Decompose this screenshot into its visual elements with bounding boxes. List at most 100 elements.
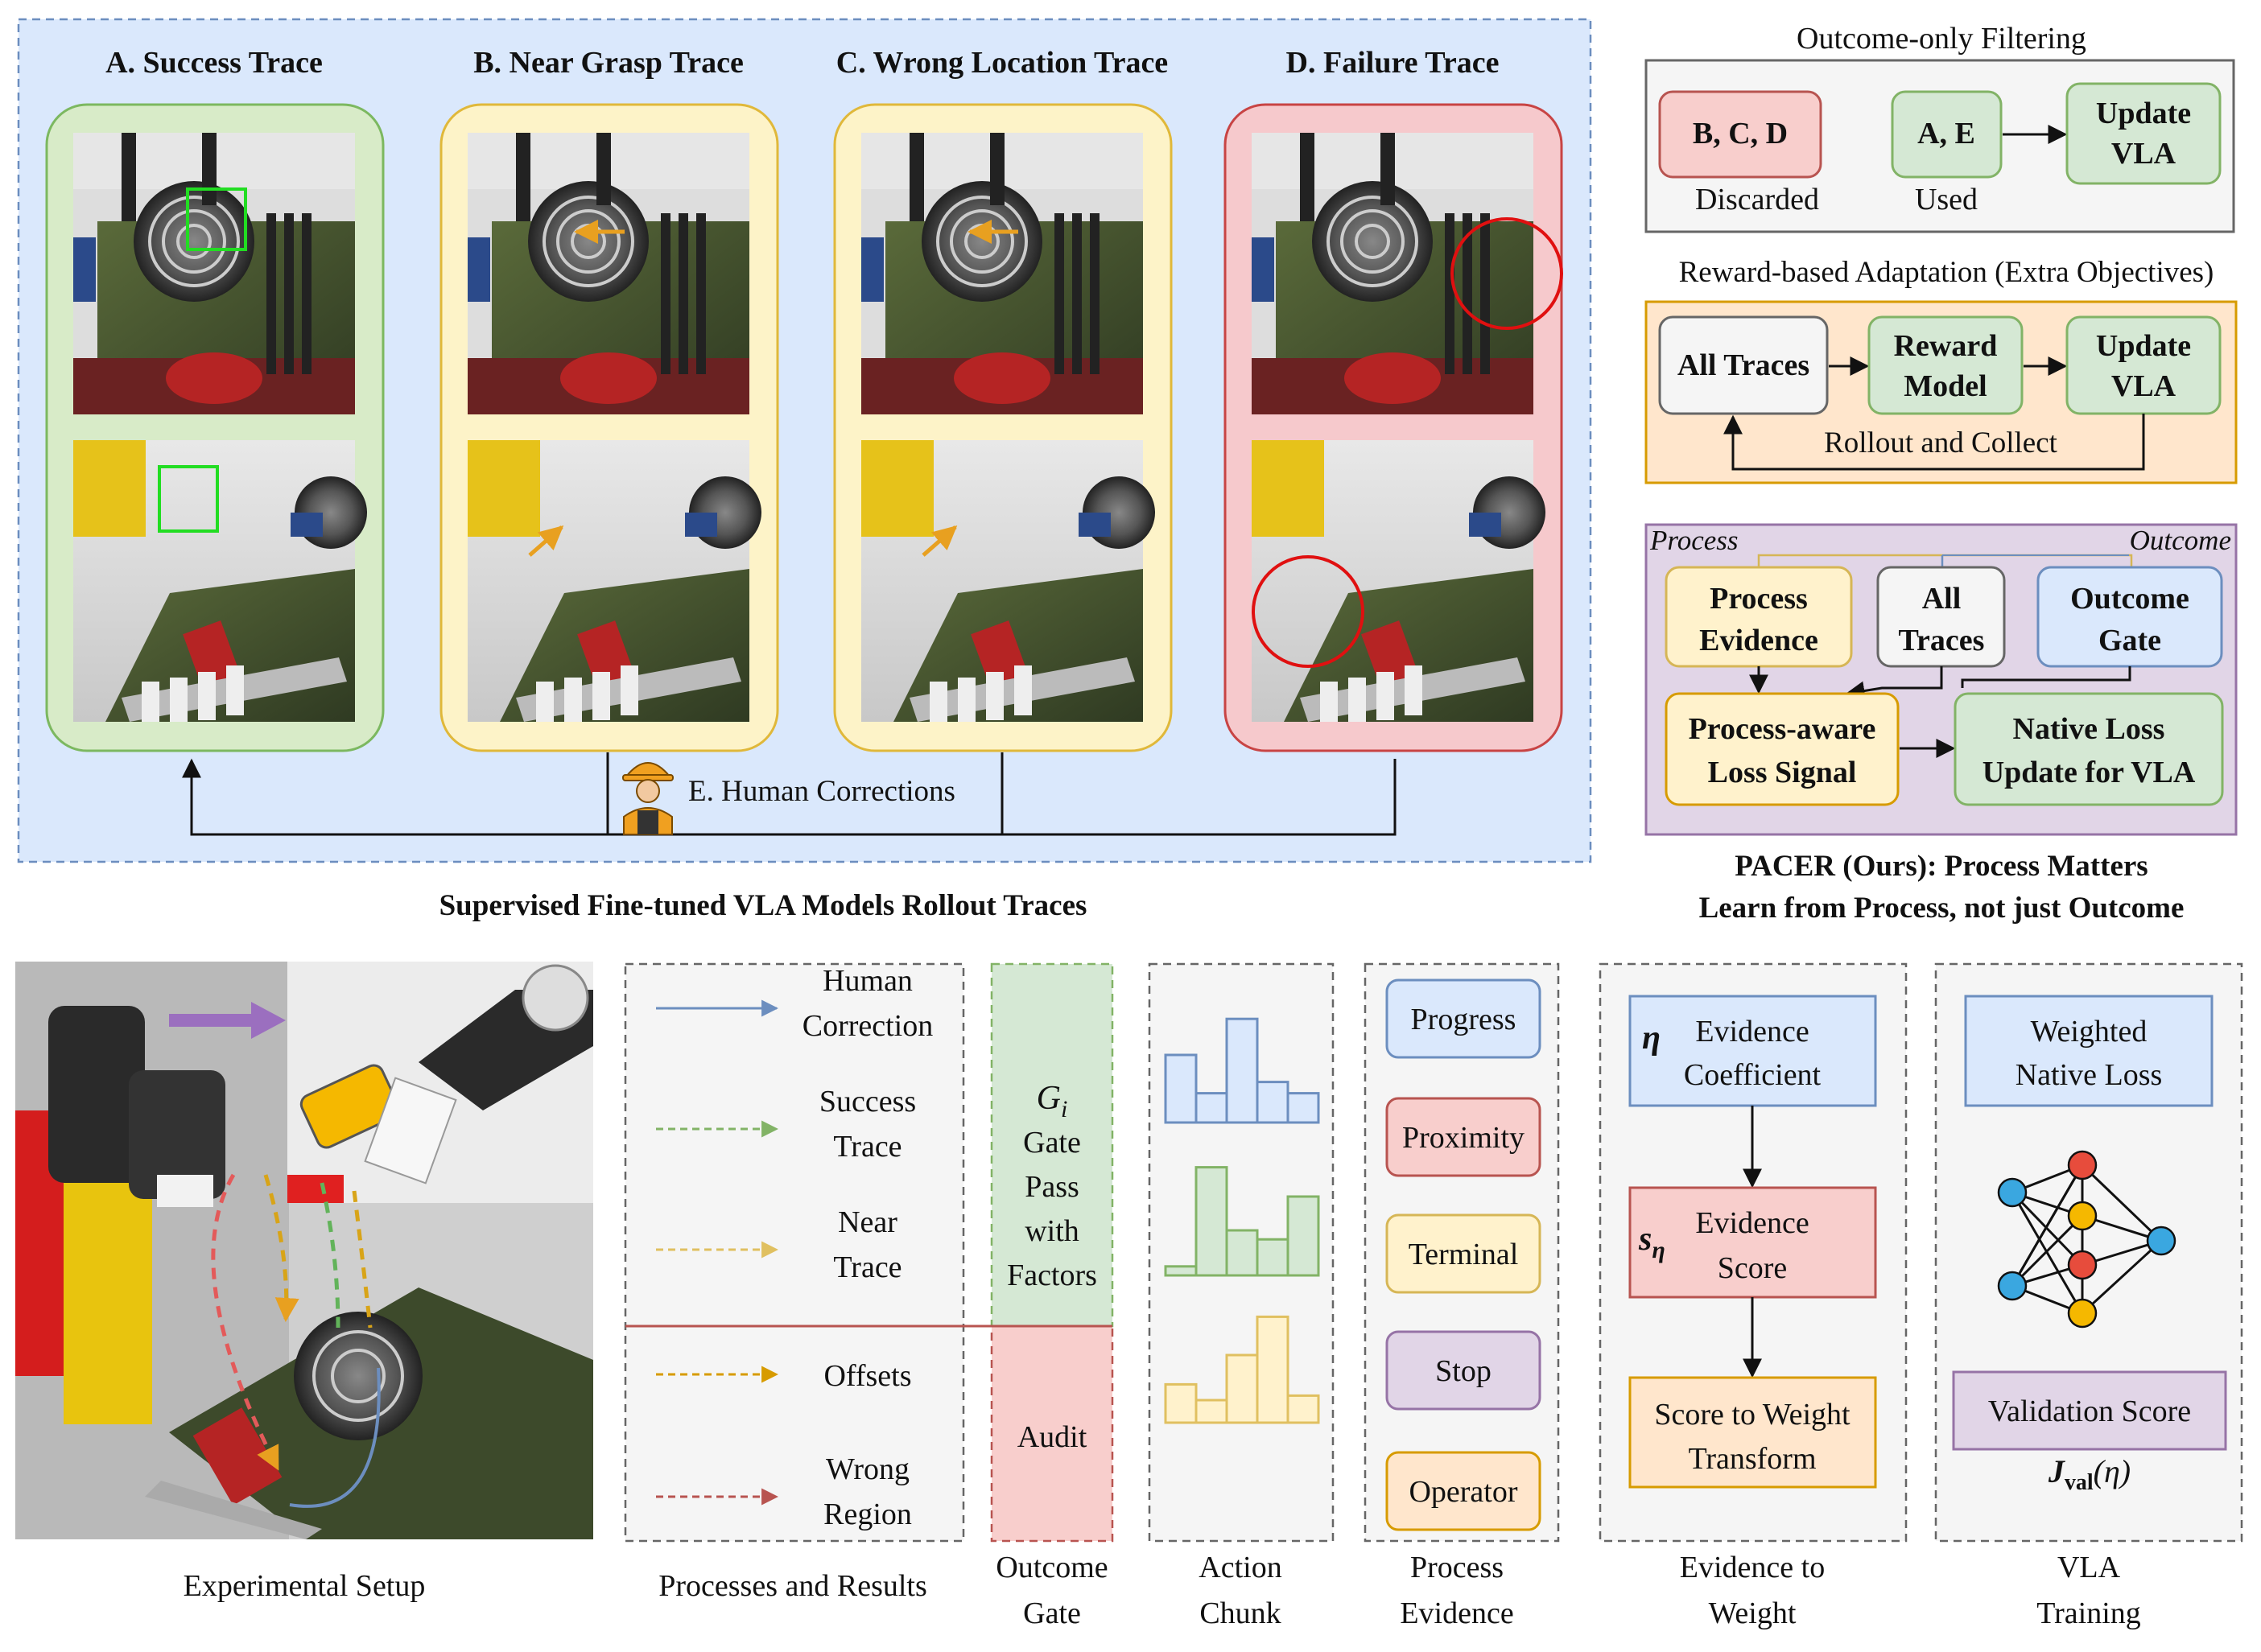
trace-title: B. Near Grasp Trace — [473, 46, 744, 80]
native-loss-line2: Update for VLA — [1983, 756, 2196, 789]
evidence-item-box — [1385, 978, 1541, 1059]
evidence-score-box — [1628, 1186, 1877, 1299]
evidence-item-box — [1385, 1097, 1541, 1177]
histogram-bar — [1256, 1315, 1289, 1424]
rollout-collect-label: Rollout and Collect — [1824, 426, 2058, 459]
evidence-item-label: Proximity — [1402, 1121, 1525, 1155]
trace-photo-bottom — [468, 440, 761, 722]
process-legend: HumanCorrectionSuccessTraceNearTraceOffs… — [656, 964, 933, 1531]
histogram-bar — [1256, 1081, 1289, 1124]
update-vla-2-line1: Update — [2096, 329, 2191, 363]
trace-photo-bottom — [861, 440, 1155, 722]
evidence-item: Operator — [1385, 1451, 1541, 1531]
failure-marker — [1252, 555, 1364, 668]
rollout-caption: Supervised Fine-tuned VLA Models Rollout… — [439, 889, 1087, 922]
process-evidence-line2: Evidence — [1699, 624, 1818, 657]
update-vla-1-line1: Update — [2096, 97, 2191, 130]
histogram-bar — [1164, 1382, 1198, 1424]
reward-model-line2: Model — [1904, 369, 1987, 403]
coef-line1: Evidence — [1695, 1015, 1809, 1048]
score-line2: Score — [1718, 1251, 1788, 1285]
weight-transform-box — [1628, 1376, 1877, 1489]
process-tag: Process — [1649, 525, 1739, 556]
outcome-gate-caption-line2: Gate — [1023, 1596, 1081, 1630]
histogram-bar — [1164, 1265, 1198, 1277]
trace-card: B. Near Grasp Trace — [439, 46, 779, 752]
histogram-bar — [1225, 1353, 1259, 1424]
offset-arrow — [922, 525, 958, 557]
gate-pass-line: Pass — [1025, 1170, 1079, 1204]
experimental-setup-photo — [15, 962, 593, 1539]
used-box — [1891, 90, 2003, 179]
score-line1: Evidence — [1695, 1206, 1809, 1240]
evidence-item-label: Terminal — [1409, 1238, 1519, 1271]
evidence-item-box — [1385, 1213, 1541, 1294]
pacer-all-traces-line1: All — [1922, 582, 1962, 616]
update-vla-1-line2: VLA — [2111, 137, 2176, 171]
coef-line2: Coefficient — [1684, 1058, 1822, 1092]
etw-caption-line1: Evidence to — [1680, 1551, 1825, 1584]
evidence-coefficient-box — [1628, 995, 1877, 1107]
pacer-caption-line2: Learn from Process, not just Outcome — [1699, 892, 2185, 925]
processes-caption: Processes and Results — [658, 1569, 927, 1603]
used-box-label: A, E — [1917, 117, 1975, 150]
trace-card: D. Failure Trace — [1223, 46, 1563, 752]
gate-pass-line: Gate — [1023, 1126, 1081, 1160]
process-evidence-line1: Process — [1710, 582, 1808, 616]
evidence-item-label: Operator — [1409, 1475, 1517, 1509]
reward-adaptation-title: Reward-based Adaptation (Extra Objective… — [1679, 256, 2214, 289]
action-caption-line1: Action — [1199, 1551, 1281, 1584]
s-eta-symbol: sη — [1638, 1221, 1665, 1263]
evidence-item-box — [1385, 1451, 1541, 1531]
legend-label: Near — [838, 1205, 897, 1239]
legend-label: Correction — [802, 1009, 934, 1043]
trace-title: D. Failure Trace — [1286, 46, 1500, 80]
pacer-all-traces-line2: Traces — [1899, 624, 1985, 657]
histogram-bar — [1225, 1017, 1259, 1124]
legend-label: Trace — [833, 1250, 902, 1284]
trace-photo-top — [1250, 131, 1535, 416]
histogram-bar — [1225, 1229, 1259, 1277]
evidence-item-box — [1385, 1330, 1541, 1411]
success-marker — [158, 465, 219, 533]
legend-label: Trace — [833, 1130, 902, 1164]
weighted-line2: Native Loss — [2016, 1058, 2163, 1092]
pacer-outcome-gate-line1: Outcome — [2070, 582, 2189, 616]
histogram-bar — [1164, 1053, 1198, 1124]
histogram — [1164, 1166, 1320, 1277]
validation-label: Validation Score — [1988, 1395, 2191, 1428]
used-label: Used — [1915, 183, 1978, 216]
neural-network-icon — [1997, 1150, 2176, 1329]
evidence-item: Progress — [1385, 978, 1541, 1059]
histogram-bar — [1286, 1092, 1320, 1124]
action-histograms — [1164, 1017, 1320, 1424]
histogram — [1164, 1315, 1320, 1424]
histogram-bar — [1286, 1195, 1320, 1277]
outcome-gate-caption-line1: Outcome — [996, 1551, 1108, 1584]
histogram — [1164, 1017, 1320, 1124]
legend-label: Offsets — [823, 1359, 911, 1393]
legend-label: Human — [823, 964, 913, 998]
native-loss-line1: Native Loss — [2013, 712, 2165, 746]
update-vla-box-1 — [2065, 82, 2222, 185]
weighted-loss-box — [1964, 995, 2214, 1107]
failure-marker — [1450, 217, 1563, 330]
trace-card: A. Success Trace — [45, 46, 385, 752]
evidence-item: Stop — [1385, 1330, 1541, 1411]
gate-pass-line: with — [1025, 1214, 1079, 1248]
discarded-box — [1658, 90, 1822, 179]
eta-symbol: η — [1642, 1020, 1661, 1057]
evidence-caption-line2: Evidence — [1400, 1596, 1513, 1630]
trace-photo-bottom — [73, 440, 367, 722]
action-caption-line2: Chunk — [1199, 1596, 1281, 1630]
processes-panel — [624, 962, 965, 1543]
success-marker — [186, 187, 247, 251]
audit-label: Audit — [1017, 1420, 1087, 1454]
gate-pass-line: Factors — [1007, 1259, 1097, 1292]
evidence-item-label: Progress — [1411, 1003, 1516, 1036]
all-traces-box — [1658, 315, 1829, 415]
trace-title: A. Success Trace — [105, 46, 323, 80]
